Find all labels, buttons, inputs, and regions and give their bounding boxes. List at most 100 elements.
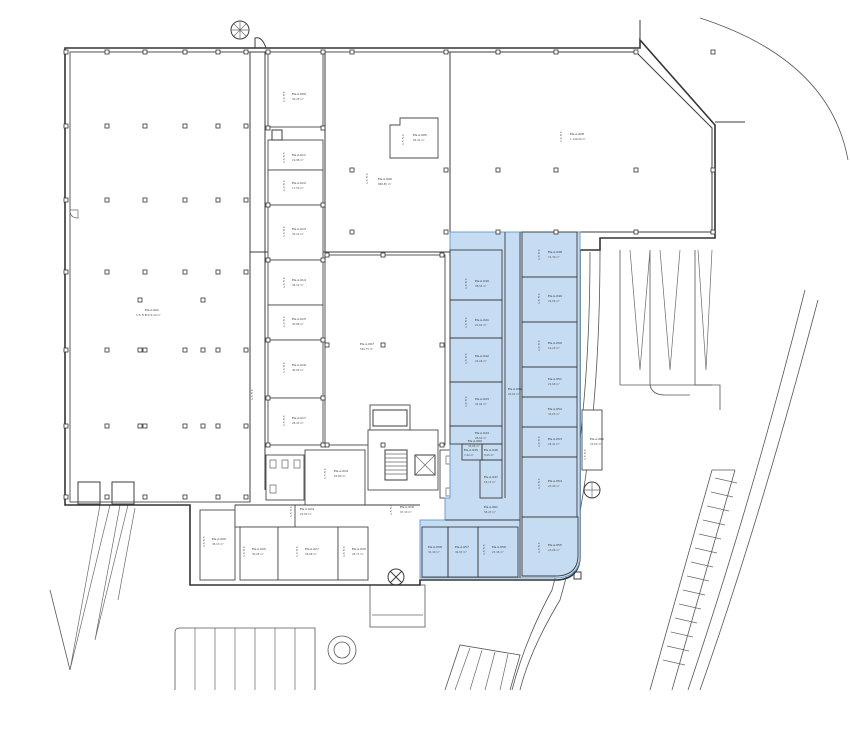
- column-70: [633, 167, 639, 173]
- area-e-01: 24,60 m²: [590, 442, 602, 446]
- label-b-17: EG.A.056: [492, 545, 506, 549]
- room-w-08: [267, 397, 324, 446]
- label-b-01: EG.A.040: [475, 279, 489, 283]
- side-b-14: 1,5 fl 3: [537, 436, 541, 447]
- label-w-06: EG.A.015: [292, 317, 306, 321]
- area-stair-hall: 97,30 m²: [400, 510, 412, 514]
- column-39: [243, 347, 249, 353]
- label-b-09: EG.A.048: [548, 250, 562, 254]
- column-85: [320, 257, 326, 263]
- column-72: [710, 49, 716, 55]
- area-office-core: 26,41 m²: [413, 138, 425, 142]
- side-w-02: 1,5 fl 3: [282, 152, 286, 163]
- column-13: [104, 494, 110, 500]
- label-b-08: EG.A.047: [484, 475, 498, 479]
- column-68: [553, 229, 559, 235]
- column-27: [182, 494, 188, 500]
- room-w-01: [267, 51, 324, 128]
- area-w-01: 36,45 m²: [292, 97, 304, 101]
- column-28: [215, 49, 221, 55]
- column-20: [142, 494, 148, 500]
- column-81: [265, 442, 271, 448]
- column-12: [104, 423, 110, 429]
- area-s-01: 38,13 m²: [212, 542, 224, 546]
- column-19: [142, 423, 148, 429]
- column-53: [380, 442, 386, 448]
- column-26: [182, 423, 188, 429]
- loading-door-2: [111, 481, 135, 505]
- parking-southeast-stalls: [454, 647, 509, 691]
- room-hall-east: [450, 52, 638, 232]
- label-warehouse: EG.A.001: [145, 308, 159, 312]
- side-b-17: 1,5 fl 3: [482, 544, 486, 555]
- unit-b-08: [479, 459, 503, 499]
- area-s-03: 30,26 m²: [252, 552, 264, 556]
- label-b-19: EG.A.058: [428, 545, 442, 549]
- side-b-03: 1,5 fl 3: [464, 353, 468, 364]
- area-b-19: 32,40 m²: [428, 550, 440, 554]
- column-40: [243, 423, 249, 429]
- entrance-canopy: [369, 584, 426, 628]
- column-1: [63, 123, 69, 129]
- column-8: [104, 123, 110, 129]
- side-w-08: 1,5 fl 3: [282, 415, 286, 426]
- room-w-05: [267, 259, 324, 306]
- warehouse-zone: [69, 51, 251, 505]
- column-42: [137, 297, 143, 303]
- area-s-02: 24,60 m²: [300, 512, 312, 516]
- side-w-05: 1,5 fl 3: [282, 277, 286, 288]
- label-w-07: EG.A.016: [292, 363, 306, 367]
- area-b-18: 36,03 m²: [455, 550, 467, 554]
- label-b-05: EG.A.044: [475, 431, 489, 435]
- roundabout-inner: [333, 641, 351, 659]
- label-s-04: EG.A.027: [305, 547, 319, 551]
- column-18: [142, 347, 148, 353]
- side-e-01: 1,5 fl 3: [583, 449, 587, 460]
- side-s-03: 1,5 fl 3: [242, 546, 246, 557]
- side-hall-east: 1,5 fl 3: [559, 131, 563, 142]
- area-hall-mid: 540,75 m²: [360, 347, 373, 351]
- column-86: [320, 337, 326, 343]
- room-warehouse: [69, 51, 251, 503]
- area-b-06: 7,20 m²: [464, 453, 474, 457]
- shaft-small: [271, 129, 283, 141]
- label-s-02: EG.A.024: [300, 507, 314, 511]
- label-b-04: EG.A.043: [475, 397, 489, 401]
- area-w-03: 17,50 m²: [292, 186, 304, 190]
- column-58: [349, 167, 355, 173]
- side-s-02: 1,5 fl 3: [289, 506, 293, 517]
- label-hall-mid: EG.A.007: [360, 342, 374, 346]
- parking-east: [649, 469, 736, 691]
- side-b-09: 1,5 fl 3: [537, 249, 541, 260]
- side-b-01: 1,5 fl 3: [464, 278, 468, 289]
- room-s-01: [199, 509, 236, 581]
- area-b-05: 28,62 m²: [475, 436, 487, 440]
- column-83: [320, 125, 326, 131]
- selected-unit-cells: [421, 231, 579, 578]
- area-b-12: 22,66 m²: [548, 382, 560, 386]
- stair-flight: [384, 449, 408, 481]
- label-b-07: EG.A.046: [484, 448, 498, 452]
- site-driveway: [649, 250, 690, 396]
- column-48: [324, 252, 330, 258]
- column-5: [63, 423, 69, 429]
- north-exit: [254, 37, 267, 49]
- side-b-11: 1,5 fl 3: [537, 340, 541, 351]
- column-45: [200, 297, 206, 303]
- spiral-stair-east-treads: [584, 482, 600, 498]
- area-b-17: 23,46 m²: [492, 550, 504, 554]
- area-b-08: 18,13 m²: [484, 480, 496, 484]
- site-driveway-2: [694, 250, 721, 410]
- column-60: [443, 49, 449, 55]
- label-w-03: EG.A.012: [292, 181, 306, 185]
- side-warehouse: 1,5 fl 3: [136, 313, 147, 317]
- side-s-04: 1,5 fl 3: [295, 546, 299, 557]
- room-lobby: [304, 449, 366, 506]
- parking-south: [174, 627, 316, 690]
- side-hall-north: 1,5 fl 3: [365, 173, 369, 184]
- column-0: [63, 49, 69, 55]
- column-3: [63, 269, 69, 275]
- side-b-04: 1,5 fl 3: [464, 396, 468, 407]
- label-lobby: EG.A.019: [334, 469, 348, 473]
- label-b-06: EG.A.045: [464, 448, 478, 452]
